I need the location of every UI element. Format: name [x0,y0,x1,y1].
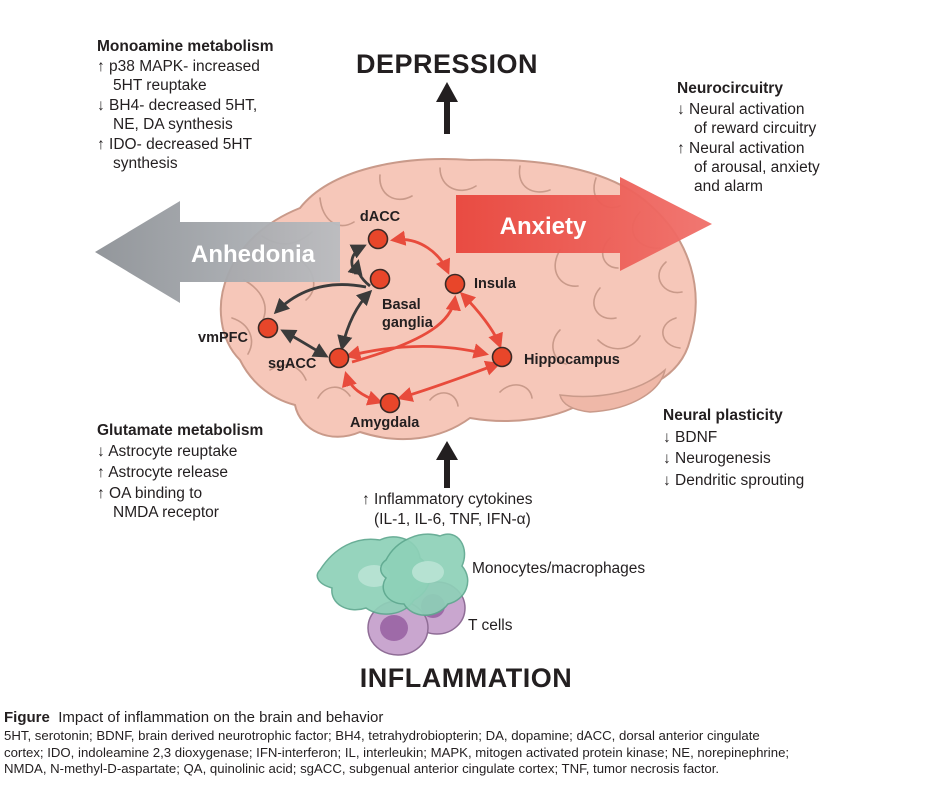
glutamate-heading: Glutamate metabolism [97,422,263,439]
monocytes-macrophages [316,533,469,616]
neurocircuitry-line-4: of arousal, anxiety [694,159,820,176]
plasticity-block: Neural plasticity ↓ BDNF ↓ Neurogenesis … [663,407,804,489]
tcells-label: T cells [468,617,513,634]
sgacc-label: sgACC [268,356,317,372]
amygdala-label: Amygdala [350,415,420,431]
monoamine-line-6: synthesis [113,155,178,172]
neurocircuitry-line-5: and alarm [694,178,763,195]
inflammation-title: INFLAMMATION [360,663,572,693]
monoamine-line-1: ↑ p38 MAPK- increased [97,58,260,75]
glutamate-line-3: ↑ OA binding to [97,485,202,502]
basal-ganglia-label-1: Basal [382,297,421,313]
caption-label: Figure [4,709,50,726]
immune-cells [316,533,469,656]
anhedonia-label: Anhedonia [191,241,316,268]
neurocircuitry-heading: Neurocircuitry [677,80,783,97]
monoamine-line-5: ↑ IDO- decreased 5HT [97,136,253,153]
basal-ganglia-label-2: ganglia [382,315,434,331]
hippocampus-node [491,346,513,368]
neurocircuitry-line-1: ↓ Neural activation [677,101,805,118]
dacc-label: dACC [360,209,401,225]
dacc-node [367,228,389,250]
plasticity-line-3: ↓ Dendritic sprouting [663,472,804,489]
anhedonia-arrow: Anhedonia [95,201,340,303]
black-connections [273,244,373,358]
brain-cerebellum [559,367,667,413]
region-nodes [257,228,513,414]
caption-title-row: Figure Impact of inflammation on the bra… [4,708,926,728]
glutamate-line-4: NMDA receptor [113,504,219,521]
caption-line-1: 5HT, serotonin; BDNF, brain derived neur… [4,728,760,743]
caption-line-2: cortex; IDO, indoleamine 2,3 dioxygenase… [4,744,790,760]
cytokines-line-2: (IL-1, IL-6, TNF, IFN-α) [374,511,531,528]
monoamine-line-2: 5HT reuptake [113,77,207,94]
vmpfc-label: vmPFC [198,330,248,346]
insula-label: Insula [474,276,517,292]
neurocircuitry-line-2: of reward circuitry [694,120,817,137]
plasticity-line-2: ↓ Neurogenesis [663,450,771,467]
insula-node [444,273,466,295]
basal-ganglia-node [369,268,391,290]
plasticity-line-1: ↓ BDNF [663,429,717,446]
monocytes-label: Monocytes/macrophages [472,560,645,577]
vmpfc-node [257,317,279,339]
up-arrow-inflammation [436,441,458,488]
amygdala-node [379,392,401,414]
cytokines-block: ↑ Inflammatory cytokines (IL-1, IL-6, TN… [362,491,533,528]
monoamine-heading: Monoamine metabolism [97,38,274,55]
caption-line-3: NMDA, N-methyl-D-aspartate; QA, quinolin… [4,761,720,776]
monoamine-block: Monoamine metabolism ↑ p38 MAPK- increas… [97,38,274,172]
up-arrow-depression [436,82,458,134]
glutamate-line-1: ↓ Astrocyte reuptake [97,443,237,460]
plasticity-heading: Neural plasticity [663,407,783,424]
anxiety-label: Anxiety [500,213,587,240]
monoamine-line-4: NE, DA synthesis [113,116,233,133]
figure-caption: Figure Impact of inflammation on the bra… [4,708,926,778]
caption-title: Impact of inflammation on the brain and … [58,709,384,726]
hippocampus-label: Hippocampus [524,352,620,368]
glutamate-block: Glutamate metabolism ↓ Astrocyte reuptak… [97,422,263,521]
red-connections [341,230,503,406]
glutamate-line-2: ↑ Astrocyte release [97,464,228,481]
neurocircuitry-block: Neurocircuitry ↓ Neural activation of re… [677,80,820,195]
sgacc-node [328,347,350,369]
monoamine-line-3: ↓ BH4- decreased 5HT, [97,97,257,114]
depression-title: DEPRESSION [356,49,538,79]
cytokines-line-1: ↑ Inflammatory cytokines [362,491,533,508]
neurocircuitry-line-3: ↑ Neural activation [677,140,805,157]
anxiety-arrow: Anxiety [456,177,712,271]
